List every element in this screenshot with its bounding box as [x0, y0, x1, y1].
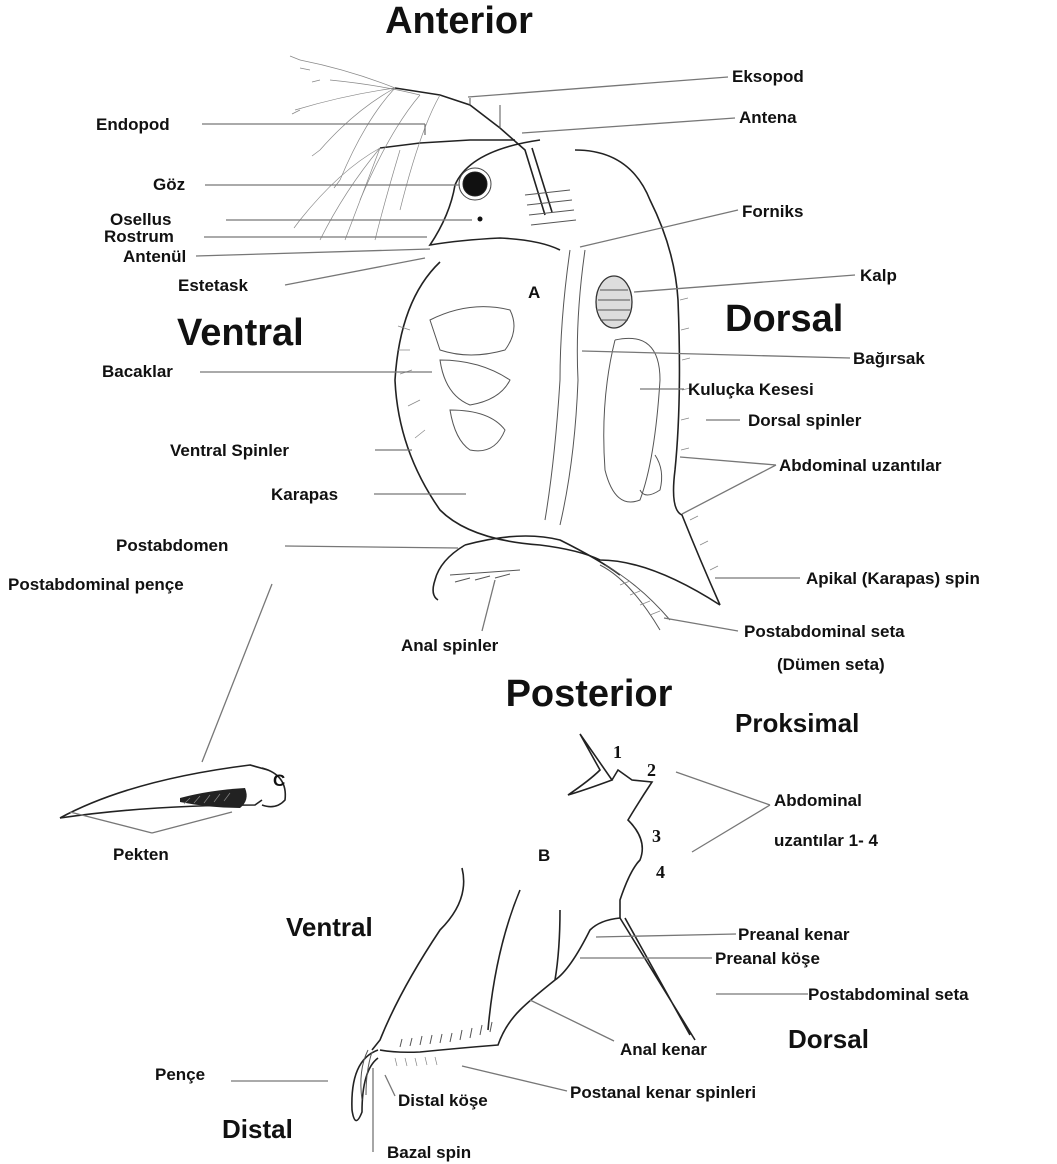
label-kulucka-kesesi: Kuluçka Kesesi [688, 380, 814, 399]
heading-ventral-bottom: Ventral [286, 912, 373, 942]
ocellus-dot [478, 217, 483, 222]
label-antena: Antena [739, 108, 797, 127]
labels-figure-c: Pekten [113, 845, 169, 864]
compound-eye [463, 172, 487, 196]
heading-anterior: Anterior [385, 0, 533, 42]
label-distal-kose: Distal köşe [398, 1091, 488, 1110]
label-abdominal-uzantilar: Abdominal uzantılar [779, 456, 942, 475]
label-dorsal-spinler: Dorsal spinler [748, 411, 862, 430]
panel-letter-b: B [538, 846, 550, 865]
figure-a-daphnia-body [290, 56, 720, 630]
label-postabdominal-seta-b: Postabdominal seta [808, 985, 969, 1004]
heading-distal: Distal [222, 1114, 293, 1144]
legs-group [398, 307, 514, 451]
label-bacaklar: Bacaklar [102, 362, 173, 381]
label-eksopod: Eksopod [732, 67, 804, 86]
label-estetask: Estetask [178, 276, 248, 295]
label-goz: Göz [153, 175, 185, 194]
label-anal-spinler: Anal spinler [401, 636, 499, 655]
label-antenul: Antenül [123, 247, 186, 266]
label-pence: Pençe [155, 1065, 205, 1084]
label-postabdominal-seta-a: Postabdominal seta [744, 622, 905, 641]
eksopod-branch [395, 88, 545, 215]
antenna-setae [290, 56, 440, 240]
label-abdominal-line1: Abdominal [774, 791, 862, 810]
label-dumen-seta: (Dümen seta) [777, 655, 885, 674]
brood-pouch [604, 338, 660, 502]
abdominal-process-1 [568, 734, 612, 795]
label-forniks: Forniks [742, 202, 803, 221]
panel-letter-c: C [273, 771, 285, 790]
label-bagirsak: Bağırsak [853, 349, 925, 368]
process-number-3: 3 [652, 826, 661, 846]
heading-posterior: Posterior [506, 673, 673, 715]
figure-b-postabdomen [352, 734, 695, 1121]
terminal-claw-b [352, 1050, 378, 1121]
heading-proksimal: Proksimal [735, 708, 859, 738]
process-number-4: 4 [656, 862, 665, 882]
label-endopod: Endopod [96, 115, 170, 134]
postabdominal-claw-outline [433, 545, 465, 600]
headings: Anterior Posterior Ventral Dorsal Proksi… [177, 0, 869, 1144]
label-karapas: Karapas [271, 485, 338, 504]
carapace-outline [395, 262, 720, 605]
dorsal-profile-b [612, 770, 652, 918]
postabdominal-seta-a [600, 565, 670, 630]
label-rostrum: Rostrum [104, 227, 174, 246]
label-preanal-kose: Preanal köşe [715, 949, 820, 968]
endopod-branch [380, 140, 515, 148]
label-pekten: Pekten [113, 845, 169, 864]
ventral-profile-b [372, 868, 464, 1050]
gut-line [545, 250, 570, 520]
label-postanal-kenar-spinleri: Postanal kenar spinleri [570, 1083, 756, 1102]
label-anal-kenar: Anal kenar [620, 1040, 707, 1059]
heading-ventral-top: Ventral [177, 312, 304, 354]
label-bazal-spin: Bazal spin [387, 1143, 471, 1162]
label-preanal-kenar: Preanal kenar [738, 925, 850, 944]
heading-dorsal-top: Dorsal [725, 298, 843, 340]
process-number-1: 1 [613, 742, 622, 762]
label-postabdominal-pence: Postabdominal pençe [8, 575, 184, 594]
inner-ventral-line [488, 890, 520, 1030]
process-number-2: 2 [647, 760, 656, 780]
label-abdominal-line2: uzantılar 1- 4 [774, 831, 878, 850]
label-ventral-spinler: Ventral Spinler [170, 441, 289, 460]
label-postabdomen: Postabdomen [116, 536, 228, 555]
heading-dorsal-bottom: Dorsal [788, 1024, 869, 1054]
dorsal-outline [575, 150, 720, 605]
postanal-spines-b [395, 1022, 492, 1066]
anal-margin [380, 918, 620, 1052]
figure-c-claw [60, 765, 285, 833]
head-outline [430, 140, 560, 250]
label-apikal-spin: Apikal (Karapas) spin [806, 569, 980, 588]
label-kalp: Kalp [860, 266, 897, 285]
panel-letter-a: A [528, 283, 540, 302]
